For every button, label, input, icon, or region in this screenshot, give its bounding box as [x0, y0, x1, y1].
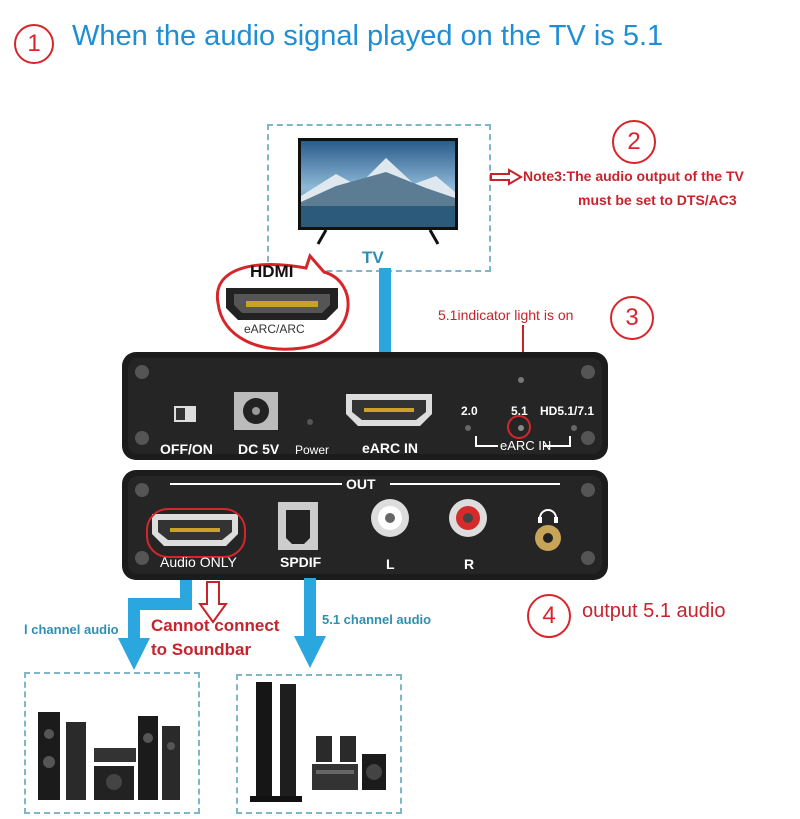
device-top-panel: [122, 352, 608, 460]
out-label: OUT: [346, 476, 376, 492]
indicator-caption: 5.1indicator light is on: [438, 307, 574, 323]
step-3-number: 3: [610, 296, 654, 340]
hdmi-badge-caption: eARC/ARC: [244, 322, 305, 336]
warning-line-2: to Soundbar: [151, 640, 252, 659]
note-line-1: Note3:The audio output of the TV: [523, 168, 744, 184]
hdmi-earc-badge-icon: [215, 253, 350, 351]
hdmi-output-arrow: [118, 580, 192, 670]
right-speaker-frame: [236, 674, 402, 814]
step-1-number: 1: [14, 24, 54, 64]
hdmi-out-label: Audio ONLY: [160, 554, 237, 570]
step-4-number: 4: [527, 594, 571, 638]
led-51-label: 5.1: [511, 404, 528, 418]
earc-in-port-label: eARC IN: [362, 440, 419, 456]
spdif-label: SPDIF: [280, 554, 322, 570]
spdif-output-arrow: [294, 578, 326, 668]
note-line-2: must be set to DTS/AC3: [578, 192, 737, 208]
output-caption: output 5.1 audio: [582, 600, 726, 622]
step-2-number: 2: [612, 120, 656, 164]
soundbar-blocked-arrow: [198, 581, 228, 624]
hdmi-badge-title: HDMI: [250, 262, 294, 281]
hdmi-out-highlight: [146, 508, 246, 558]
tv-icon: [298, 138, 458, 245]
power-led-label: Power: [295, 443, 330, 457]
dc-5v-label: DC 5V: [238, 441, 280, 457]
home-theater-speakers-icon: [38, 712, 180, 800]
rca-left-label: L: [386, 556, 395, 572]
led-20-label: 2.0: [461, 404, 478, 418]
left-output-caption: l channel audio: [24, 622, 119, 637]
led-hd-label: HD5.1/7.1: [540, 404, 595, 418]
switch-label: OFF/ON: [160, 441, 213, 457]
left-speaker-frame: [24, 672, 200, 814]
right-output-caption: 5.1 channel audio: [322, 612, 432, 627]
note-arrow-icon: [490, 168, 523, 186]
tower-speakers-icon: [250, 682, 386, 802]
device-bottom-panel: [122, 470, 608, 580]
rca-right-label: R: [464, 556, 475, 572]
led-51-highlight: [507, 415, 531, 439]
led-group-label: eARC IN: [500, 438, 552, 453]
page-title: When the audio signal played on the TV i…: [72, 20, 664, 52]
tv-label: TV: [362, 248, 384, 267]
warning-line-1: Cannot connect: [151, 616, 280, 635]
